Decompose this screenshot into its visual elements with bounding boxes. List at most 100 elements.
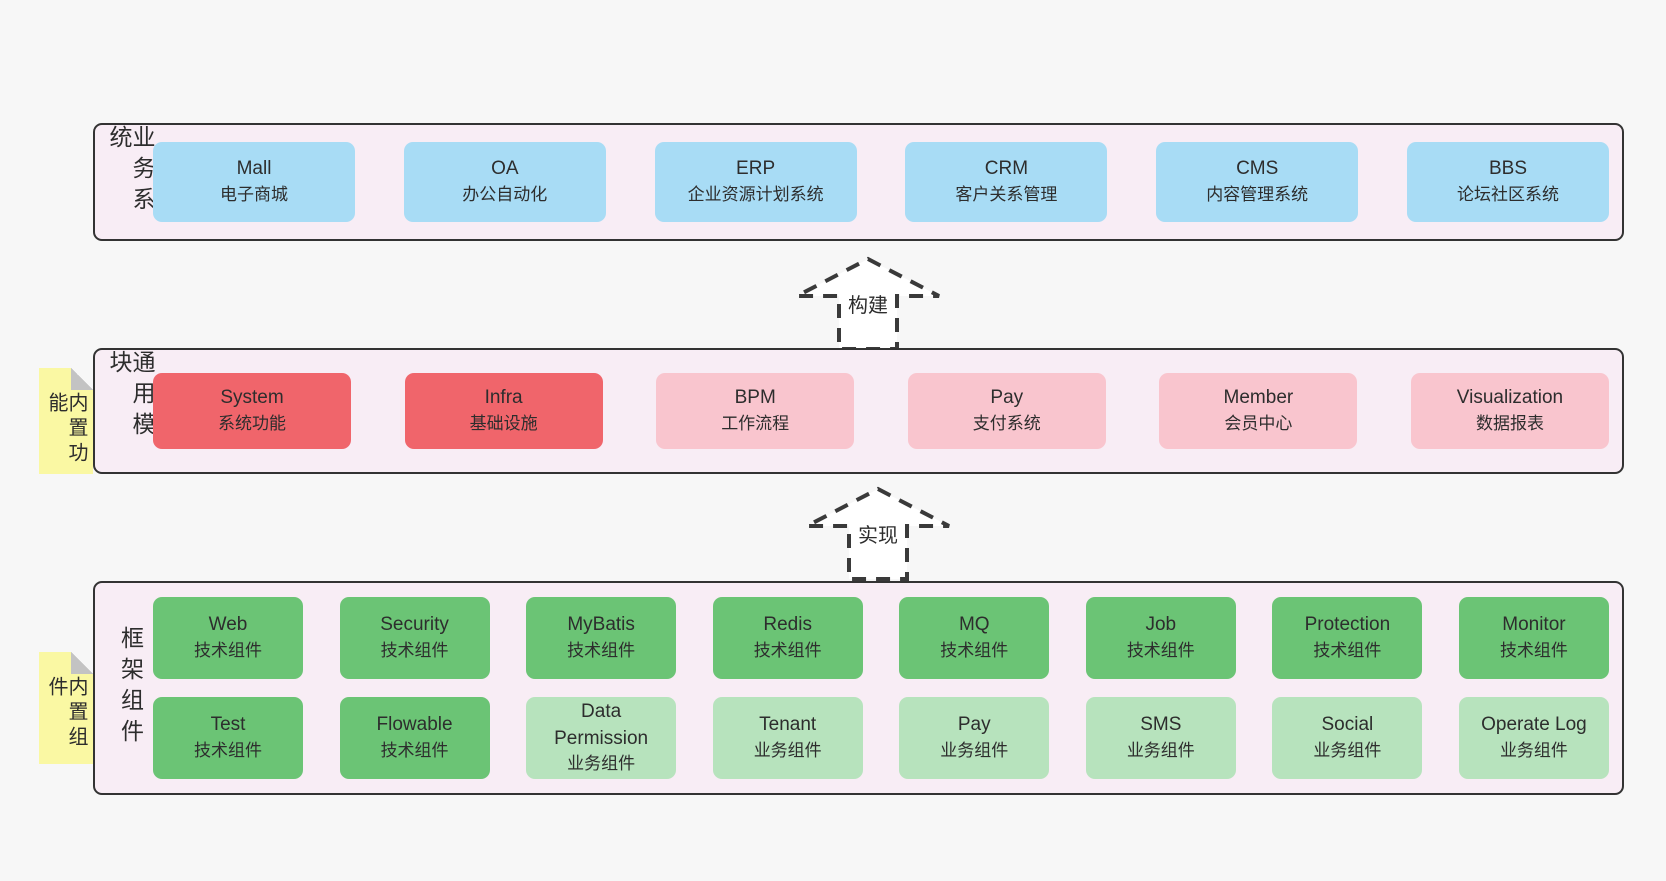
- box-subtitle: 内容管理系统: [1206, 184, 1309, 204]
- box-cms: CMS 内容管理系统: [1156, 142, 1359, 222]
- page-fold-icon: [71, 368, 93, 390]
- box-oa: OA 办公自动化: [403, 142, 606, 222]
- box-subtitle: 业务组件: [1499, 740, 1568, 760]
- box-sms: SMS 业务组件: [1085, 697, 1236, 779]
- box-crm: CRM 客户关系管理: [905, 142, 1108, 222]
- box-title: OA: [491, 158, 519, 180]
- box-web: Web 技术组件: [153, 597, 303, 679]
- box-title: Data Permission: [554, 701, 649, 749]
- box-infra: Infra 基础设施: [404, 373, 603, 449]
- box-title: Infra: [484, 387, 523, 409]
- component-row-2: Test 技术组件 Flowable 技术组件 Data Permission …: [153, 697, 1609, 779]
- box-subtitle: 企业资源计划系统: [687, 184, 824, 204]
- business-boxes: Mall 电子商城 OA 办公自动化 ERP 企业资源计划系统 CRM 客户关系…: [153, 142, 1609, 222]
- box-flowable: Flowable 技术组件: [339, 697, 490, 779]
- box-title: BBS: [1488, 158, 1527, 180]
- box-subtitle: 技术组件: [194, 740, 262, 760]
- box-protection: Protection 技术组件: [1272, 597, 1423, 679]
- sticky-label: 内置组件: [45, 676, 87, 751]
- box-subtitle: 系统功能: [218, 413, 286, 433]
- box-title: Monitor: [1502, 614, 1566, 636]
- box-subtitle: 技术组件: [753, 640, 822, 660]
- box-title: Mall: [236, 158, 272, 180]
- component-row-1: Web 技术组件 Security 技术组件 MyBatis 技术组件 Redi…: [153, 597, 1609, 679]
- box-subtitle: 技术组件: [940, 640, 1009, 660]
- box-title: Web: [208, 614, 248, 636]
- box-system: System 系统功能: [153, 373, 351, 449]
- sticky-note-builtin-features: 内置功能: [39, 368, 93, 474]
- box-title: CRM: [984, 158, 1029, 180]
- box-subtitle: 技术组件: [194, 640, 262, 660]
- box-title: Protection: [1304, 614, 1391, 636]
- box-social: Social 业务组件: [1272, 697, 1423, 779]
- box-subtitle: 技术组件: [567, 640, 636, 660]
- box-subtitle: 技术组件: [380, 740, 449, 760]
- sticky-note-builtin-components: 内置组件: [39, 652, 93, 764]
- box-title: BPM: [734, 387, 776, 409]
- box-subtitle: 支付系统: [972, 413, 1041, 433]
- box-erp: ERP 企业资源计划系统: [654, 142, 857, 222]
- box-redis: Redis 技术组件: [712, 597, 863, 679]
- box-title: MyBatis: [567, 614, 635, 636]
- section-label-business: 业务系统: [106, 125, 155, 218]
- section-label-modules: 通用模块: [106, 350, 155, 443]
- box-pay: Pay 支付系统: [907, 373, 1106, 449]
- box-pay-biz: Pay 业务组件: [899, 697, 1050, 779]
- box-title: Flowable: [376, 714, 453, 736]
- box-title: MQ: [958, 614, 990, 636]
- box-subtitle: 数据报表: [1475, 413, 1544, 433]
- box-subtitle: 技术组件: [380, 640, 449, 660]
- box-subtitle: 论坛社区系统: [1456, 184, 1559, 204]
- box-tenant: Tenant 业务组件: [712, 697, 863, 779]
- box-title: SMS: [1140, 714, 1182, 736]
- box-title: Social: [1321, 714, 1374, 736]
- box-mq: MQ 技术组件: [899, 597, 1050, 679]
- box-visualization: Visualization 数据报表: [1410, 373, 1609, 449]
- box-bbs: BBS 论坛社区系统: [1406, 142, 1609, 222]
- box-title: Pay: [957, 714, 991, 736]
- section-label-components: 框架组件: [117, 626, 144, 750]
- component-rows: Web 技术组件 Security 技术组件 MyBatis 技术组件 Redi…: [153, 597, 1609, 779]
- module-boxes: System 系统功能 Infra 基础设施 BPM 工作流程 Pay 支付系统…: [153, 373, 1609, 449]
- box-operate-log: Operate Log 业务组件: [1458, 697, 1609, 779]
- box-job: Job 技术组件: [1085, 597, 1236, 679]
- box-subtitle: 电子商城: [220, 184, 288, 204]
- box-test: Test 技术组件: [153, 697, 303, 779]
- box-subtitle: 工作流程: [721, 413, 790, 433]
- box-subtitle: 客户关系管理: [955, 184, 1058, 204]
- box-title: Pay: [990, 387, 1024, 409]
- box-title: Security: [380, 614, 449, 636]
- box-subtitle: 技术组件: [1126, 640, 1195, 660]
- band-common-modules: 通用模块 System 系统功能 Infra 基础设施 BPM 工作流程 Pay…: [93, 348, 1624, 474]
- box-title: Test: [210, 714, 246, 736]
- box-title: ERP: [736, 158, 776, 180]
- box-mybatis: MyBatis 技术组件: [526, 597, 677, 679]
- box-security: Security 技术组件: [339, 597, 490, 679]
- box-title: Job: [1145, 614, 1177, 636]
- box-subtitle: 会员中心: [1224, 413, 1293, 433]
- box-bpm: BPM 工作流程: [656, 373, 855, 449]
- box-title: Member: [1223, 387, 1294, 409]
- box-subtitle: 业务组件: [940, 740, 1009, 760]
- box-data-permission: Data Permission 业务组件: [526, 697, 677, 779]
- band-business-systems: 业务系统 Mall 电子商城 OA 办公自动化 ERP 企业资源计划系统 CRM…: [93, 123, 1624, 241]
- box-title: Tenant: [759, 714, 817, 736]
- box-subtitle: 办公自动化: [462, 184, 548, 204]
- box-title: Redis: [763, 614, 812, 636]
- box-subtitle: 业务组件: [1126, 740, 1195, 760]
- box-title: CMS: [1236, 158, 1279, 180]
- box-title: Visualization: [1456, 387, 1564, 409]
- sticky-label: 内置功能: [45, 392, 87, 467]
- arrow-label-implement: 实现: [855, 522, 901, 550]
- box-member: Member 会员中心: [1159, 373, 1358, 449]
- page-fold-icon: [71, 652, 93, 674]
- arrow-up-implement: 实现: [803, 486, 953, 582]
- box-subtitle: 技术组件: [1499, 640, 1568, 660]
- box-title: Operate Log: [1481, 714, 1587, 736]
- box-subtitle: 业务组件: [753, 740, 822, 760]
- box-title: System: [220, 387, 284, 409]
- box-subtitle: 业务组件: [1313, 740, 1382, 760]
- box-monitor: Monitor 技术组件: [1458, 597, 1609, 679]
- box-mall: Mall 电子商城: [153, 142, 355, 222]
- arrow-label-build: 构建: [845, 292, 891, 320]
